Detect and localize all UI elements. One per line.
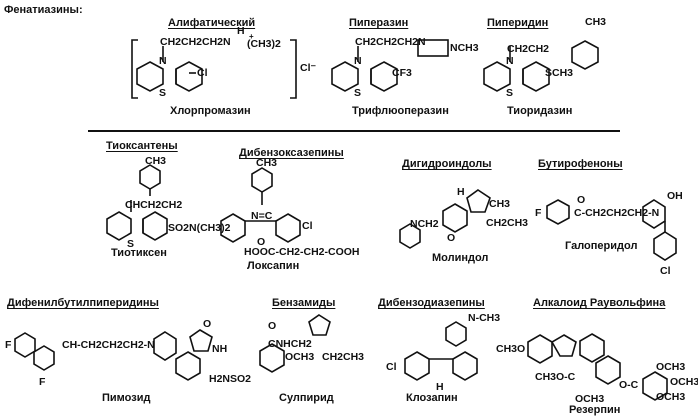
res-oc: O-C [619, 379, 639, 391]
salt-bracket-left [131, 39, 138, 99]
trifluoperazine-skeleton [331, 39, 449, 92]
drug-thioridazine: Тиоридазин [507, 105, 573, 117]
hal-oh: OH [667, 190, 683, 202]
header-diphenylbutylpiperidines: Дифенилбутилпиперидины [7, 297, 159, 309]
sul-och3: OCH3 [285, 351, 315, 363]
header-piperazine: Пиперазин [349, 17, 409, 29]
header-piperidine: Пиперидин [487, 17, 549, 29]
res-meo: CH3O [496, 343, 526, 355]
sulpiride-skeleton [259, 314, 331, 373]
res-och3-1: OCH3 [656, 361, 686, 373]
drug-reserpine: Резерпин [569, 404, 621, 416]
tfp-n: N [354, 55, 362, 67]
mol-h: H [457, 186, 465, 198]
res-och3-3: OCH3 [656, 391, 686, 403]
loxapine-skeleton [220, 167, 301, 243]
hal-o: O [577, 194, 586, 206]
lox-o: O [257, 236, 266, 248]
pim-chain: CH-CH2CH2CH2-N [62, 339, 155, 351]
res-ome: OCH3 [575, 393, 605, 405]
page-title: Фенатиазины: [4, 4, 83, 16]
sul-so2: H2NSO2 [209, 373, 252, 385]
thr-s: S [506, 87, 514, 99]
reserpine-skeleton [527, 333, 668, 401]
tht-s: S [127, 238, 135, 250]
tfp-s: S [354, 87, 362, 99]
thr-sch3: SCH3 [545, 67, 574, 79]
tfp-chain: CH2CH2CH2N [355, 36, 426, 48]
header-rauwolfia-alkaloid: Алкалоид Раувольфина [533, 297, 666, 309]
lox-acid: HOOC-CH2-CH2-COOH [244, 246, 360, 258]
salt-bracket-right [290, 39, 297, 99]
mol-ethyl: CH2CH3 [486, 217, 529, 229]
mol-ch3: CH3 [489, 198, 511, 210]
res-ester: CH3O-C [535, 371, 576, 383]
drug-thiothixene: Тиотиксен [111, 247, 167, 259]
thr-ch3: CH3 [585, 16, 607, 28]
pim-o: O [203, 318, 212, 330]
cpz-me: (CH3)2 [247, 38, 281, 50]
header-thioxanthenes: Тиоксантены [106, 140, 178, 152]
header-aliphatic: Алифатический [168, 17, 256, 29]
drug-molindone: Молиндол [432, 252, 489, 264]
lox-nc: N=C [251, 210, 273, 222]
drug-sulpiride: Сулпирид [279, 392, 334, 404]
thr-n: N [506, 55, 514, 67]
sul-o: O [268, 320, 277, 332]
res-och3-2: OCH3 [670, 376, 698, 388]
hal-chain: C-CH2CH2CH2-N [574, 207, 660, 219]
header-benzamides: Бензамиды [272, 297, 336, 309]
tfp-cf3: CF3 [392, 67, 412, 79]
cpz-s: S [159, 87, 167, 99]
hal-f: F [535, 207, 542, 219]
clo-ch3: N-CH3 [468, 312, 501, 324]
drug-loxapine: Локсапин [247, 260, 300, 272]
lox-cl: Cl [302, 220, 313, 232]
drug-trifluoperazine: Трифлюоперазин [352, 105, 449, 117]
clo-cl: Cl [386, 361, 397, 373]
cpz-plus: + [249, 32, 254, 41]
molindone-skeleton [399, 189, 491, 249]
cpz-n: N [159, 55, 167, 67]
chlorpromazine-skeleton [136, 46, 203, 92]
lox-ch3: CH3 [256, 157, 278, 169]
clozapine-skeleton [404, 321, 478, 381]
thiothixene-skeleton [106, 164, 168, 241]
pim-f1: F [5, 339, 12, 351]
tfp-nch3: NCH3 [450, 42, 479, 54]
mol-ket: O [447, 232, 456, 244]
pim-nh: NH [212, 343, 228, 355]
sul-amide: CNHCH2 [268, 338, 312, 350]
sul-ethyl: CH2CH3 [322, 351, 365, 363]
pim-f2: F [39, 376, 46, 388]
mol-nch2: NCH2 [410, 218, 439, 230]
drug-haloperidol: Галоперидол [565, 240, 638, 252]
drug-chlorpromazine: Хлорпромазин [170, 105, 251, 117]
tht-chain: CHCH2CH2 [125, 199, 183, 211]
cpz-cl: Cl [197, 67, 208, 79]
cpz-chain: CH2CH2CH2N [160, 36, 231, 48]
header-dibenzoxazepines: Дибензоксазепины [239, 147, 344, 159]
drug-pimozide: Пимозид [102, 392, 151, 404]
haloperidol-skeleton [546, 199, 677, 261]
thr-chain: CH2CH2 [507, 43, 550, 55]
header-dihydroindoles: Дигидроиндолы [402, 158, 492, 170]
header-butyrophenones: Бутирофеноны [538, 158, 623, 170]
clo-h: H [436, 381, 444, 393]
cpz-h: H [237, 25, 245, 37]
hal-cl: Cl [660, 265, 671, 277]
tht-ch3: CH3 [145, 155, 167, 167]
cpz-cl-ion: Cl⁻ [300, 62, 317, 74]
pimozide-skeleton [14, 329, 213, 381]
tht-so2: SO2N(CH3)2 [168, 222, 231, 234]
drug-clozapine: Клозапин [406, 392, 458, 404]
header-dibenzodiazepines: Дибензодиазепины [378, 297, 485, 309]
thioridazine-skeleton [483, 40, 599, 92]
